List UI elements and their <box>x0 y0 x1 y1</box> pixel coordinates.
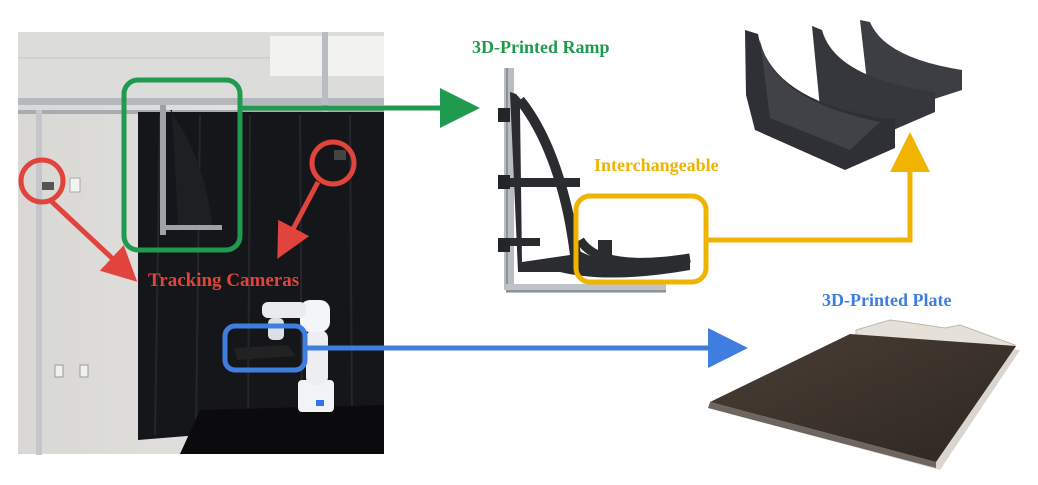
camera-highlight-left <box>18 157 66 205</box>
tracking-camera-left <box>42 182 54 190</box>
table <box>180 405 384 454</box>
camera-arrow-right <box>277 180 321 259</box>
ramp-highlight-box <box>121 77 243 253</box>
camera-highlight-right <box>309 139 357 187</box>
overhead-rail <box>18 98 384 105</box>
lab-photo <box>18 32 384 455</box>
plate-label: 3D-Printed Plate <box>822 290 952 310</box>
plate-in-photo <box>234 345 296 360</box>
camera-arrow-left <box>48 198 138 282</box>
ramp-label: 3D-Printed Ramp <box>472 37 610 57</box>
vertical-strut-right <box>322 32 328 162</box>
interchangeable-arrow <box>706 132 930 243</box>
robot-arm <box>262 300 334 412</box>
ramp-image <box>498 68 691 293</box>
tracking-camera-right <box>334 150 346 160</box>
plate-image <box>708 319 1020 470</box>
interchangeable-pieces <box>745 20 962 170</box>
interchangeable-label: Interchangeable <box>594 155 719 175</box>
tracking-cameras-label: Tracking Cameras <box>148 270 300 291</box>
vertical-strut-left <box>36 110 42 455</box>
ramp-in-photo <box>160 105 222 235</box>
